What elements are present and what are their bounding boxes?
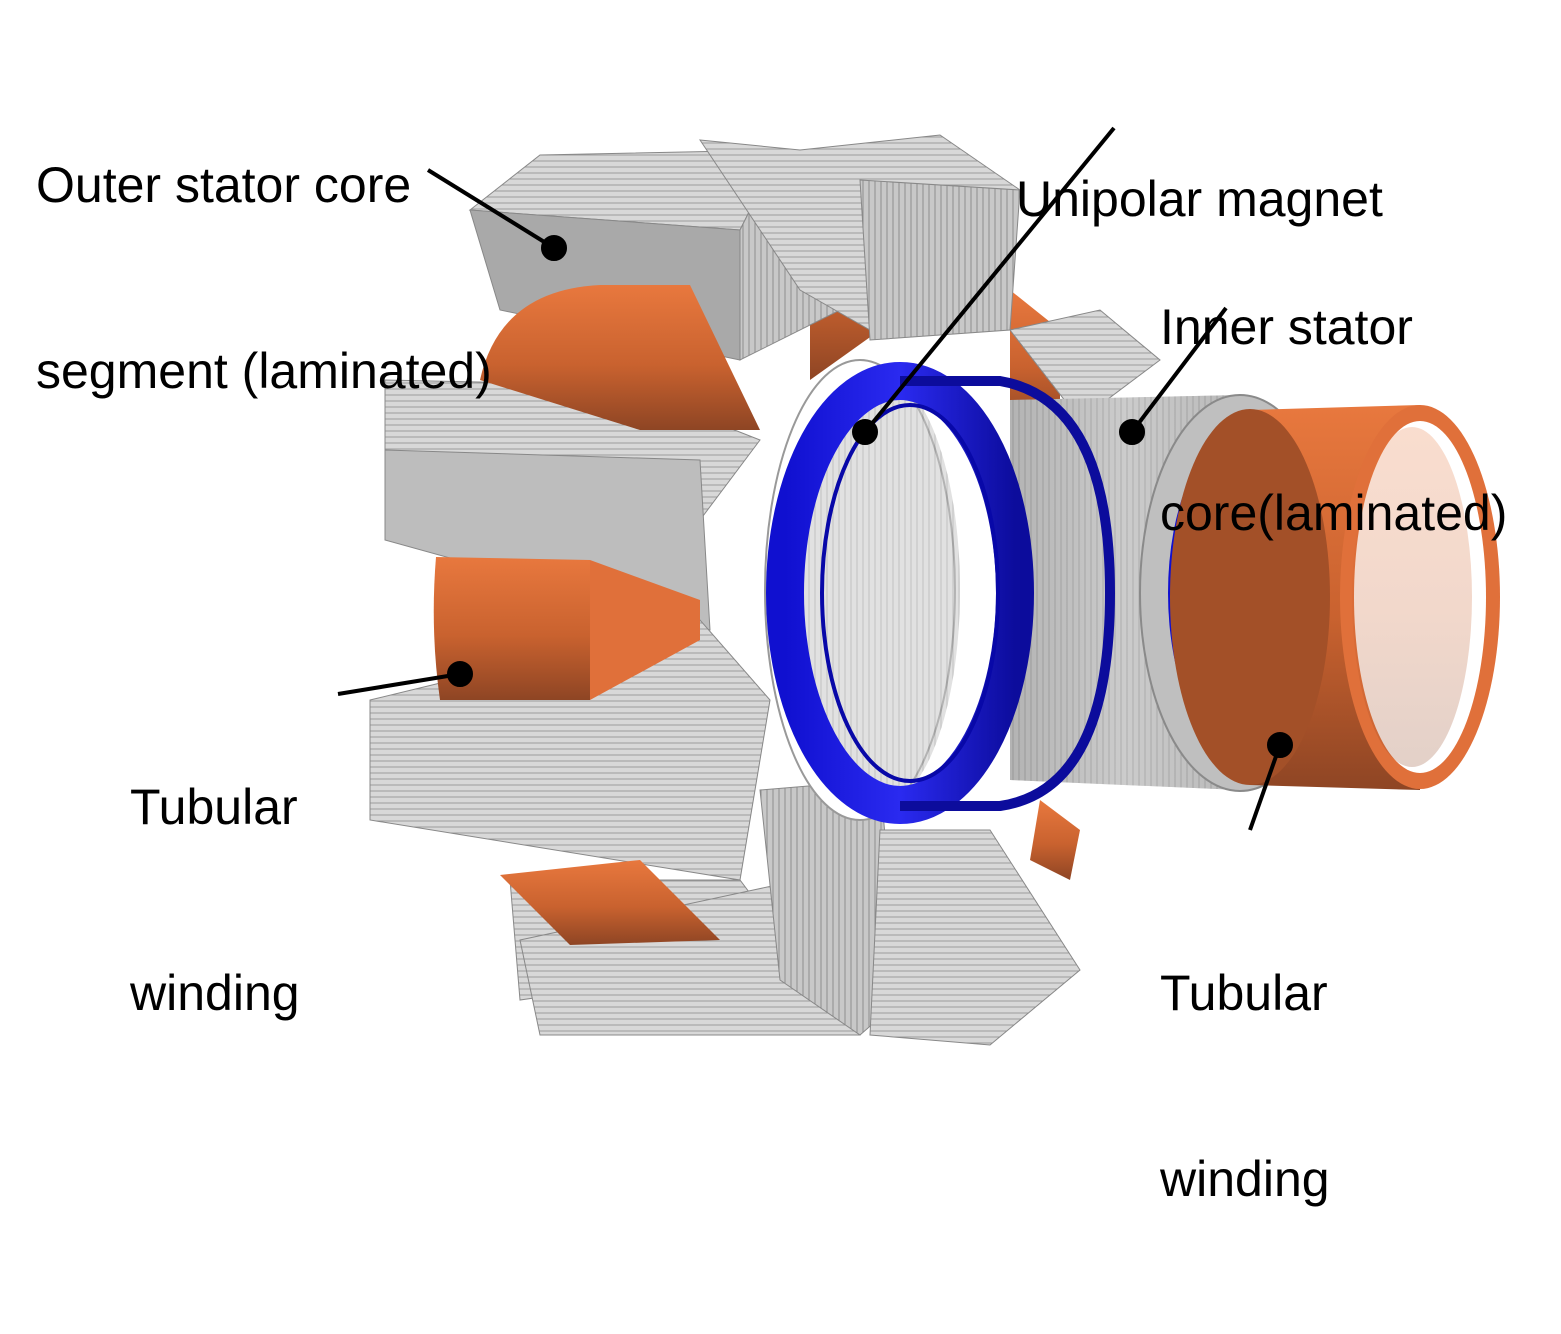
label-line: Outer stator core [36, 157, 412, 213]
callout-dot [541, 235, 567, 261]
label-line: Tubular [1160, 965, 1328, 1021]
leader-lines [337, 126, 1293, 831]
callout-dot [852, 419, 878, 445]
label-unipolar-magnet: Unipolar magnet [1016, 44, 1383, 354]
callout-dot [1267, 732, 1293, 758]
label-tubular-winding-right: Tubular winding [1160, 838, 1330, 1334]
unipolar-magnet [766, 362, 1116, 824]
motor-diagram: Outer stator core segment (laminated) Un… [36, 30, 1507, 1207]
label-line: winding [1160, 1151, 1330, 1207]
label-outer-stator-core: Outer stator core segment (laminated) [36, 30, 492, 526]
label-line: Tubular [130, 779, 298, 835]
label-line: Inner stator [1160, 299, 1413, 355]
label-line: core(laminated) [1160, 485, 1508, 541]
label-line: Unipolar magnet [1016, 171, 1383, 227]
label-line: winding [130, 965, 300, 1021]
label-line: segment (laminated) [36, 343, 492, 399]
label-inner-stator-core: Inner stator core(laminated) [1160, 172, 1507, 668]
right-tubular-winding [1170, 405, 1500, 790]
label-tubular-winding-left: Tubular winding [130, 652, 300, 1148]
motor-illustration [337, 126, 1500, 1046]
callout-dot [1119, 419, 1145, 445]
callout-dot [447, 661, 473, 687]
front-windings [433, 285, 760, 945]
